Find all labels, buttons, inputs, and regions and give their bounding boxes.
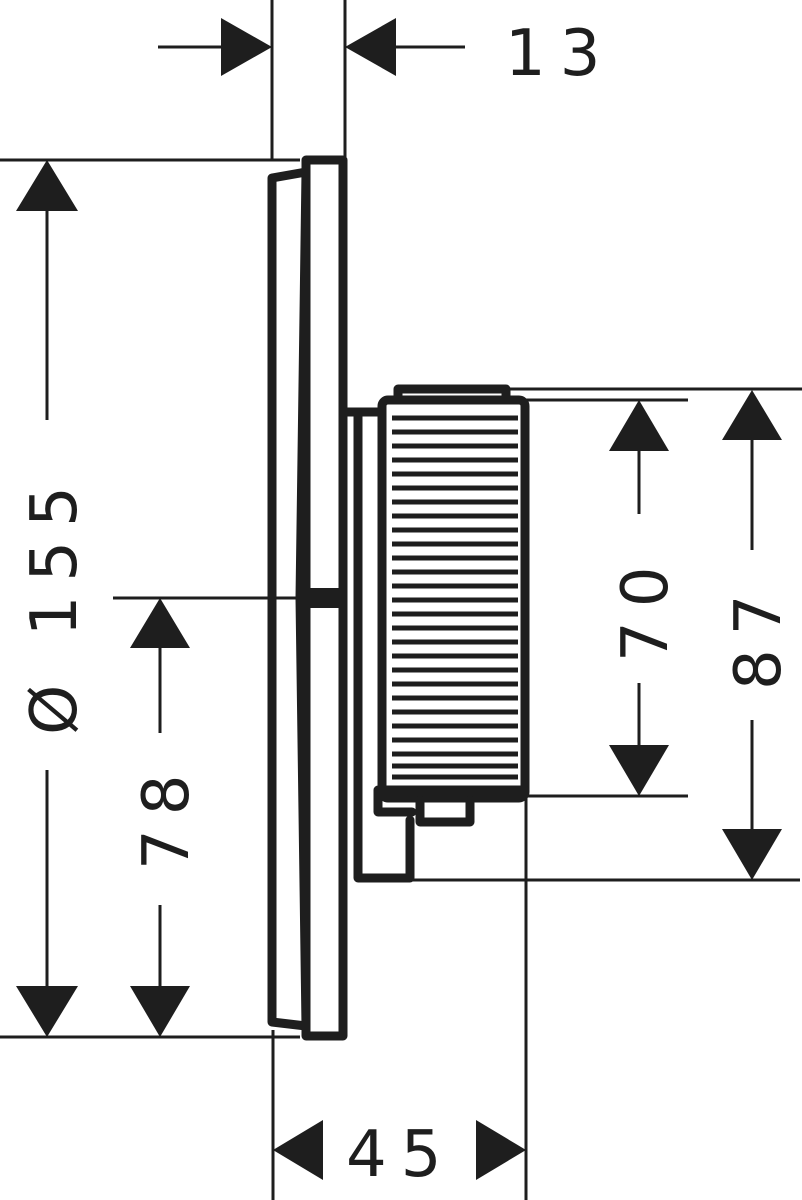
arrow-left-icon bbox=[345, 18, 396, 76]
knob-cap-top bbox=[393, 384, 511, 403]
arrow-down-icon bbox=[609, 745, 669, 796]
arrow-up-icon bbox=[130, 598, 190, 648]
arrow-down-icon bbox=[130, 986, 190, 1037]
valve-trim-part bbox=[267, 155, 530, 1041]
arrow-up-icon bbox=[16, 160, 78, 211]
knob-foot bbox=[415, 795, 475, 827]
knob-body bbox=[377, 395, 530, 803]
plate-seam bbox=[304, 588, 346, 608]
knob-ribs bbox=[392, 415, 518, 780]
arrow-up-icon bbox=[722, 390, 782, 440]
dimension-label-155: Ø 155 bbox=[18, 472, 92, 735]
dimension-45: 45 bbox=[271, 795, 528, 1200]
dimension-13: 13 bbox=[158, 0, 614, 160]
dimension-label-70: 70 bbox=[609, 553, 683, 662]
arrow-right-icon bbox=[221, 18, 272, 76]
arrow-down-icon bbox=[16, 986, 78, 1037]
mounting-spacer bbox=[338, 407, 415, 883]
dimension-87: 87 bbox=[722, 390, 796, 880]
knob-base bbox=[373, 785, 530, 817]
arrow-down-icon bbox=[722, 829, 782, 880]
dimension-70: 70 bbox=[609, 400, 683, 796]
cover-plate-back bbox=[301, 155, 348, 1041]
dimension-label-87: 87 bbox=[722, 581, 796, 690]
dimension-label-13: 13 bbox=[505, 17, 614, 91]
arrow-up-icon bbox=[609, 400, 669, 451]
arrow-left-icon bbox=[273, 1120, 323, 1180]
dimension-label-45: 45 bbox=[346, 1118, 455, 1192]
dimension-78: 78 bbox=[130, 598, 204, 1037]
dimension-label-78: 78 bbox=[130, 761, 204, 870]
dimension-155: Ø 155 bbox=[16, 160, 92, 1037]
arrow-right-icon bbox=[476, 1120, 526, 1180]
